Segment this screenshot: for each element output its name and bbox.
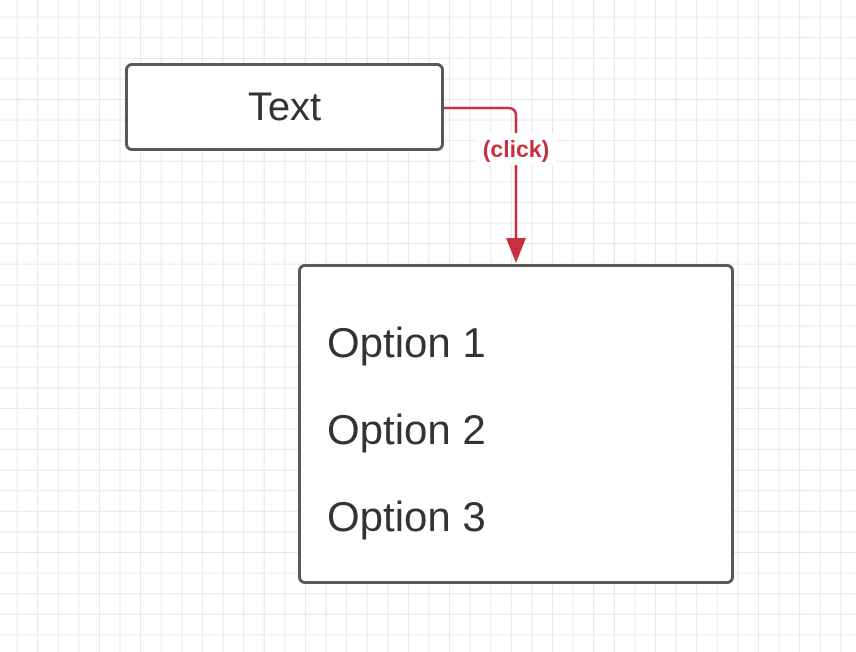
connector-line xyxy=(444,106,518,240)
dropdown-option[interactable]: Option 1 xyxy=(327,319,486,366)
trigger-text-box[interactable]: Text xyxy=(125,63,444,151)
arrowhead-icon xyxy=(506,238,526,263)
trigger-label: Text xyxy=(247,84,322,129)
dropdown-option[interactable]: Option 3 xyxy=(327,493,486,540)
connector-label: (click) xyxy=(476,133,556,165)
dropdown-options-box: Option 1 Option 2 Option 3 xyxy=(298,264,734,584)
dropdown-option[interactable]: Option 2 xyxy=(327,406,486,453)
